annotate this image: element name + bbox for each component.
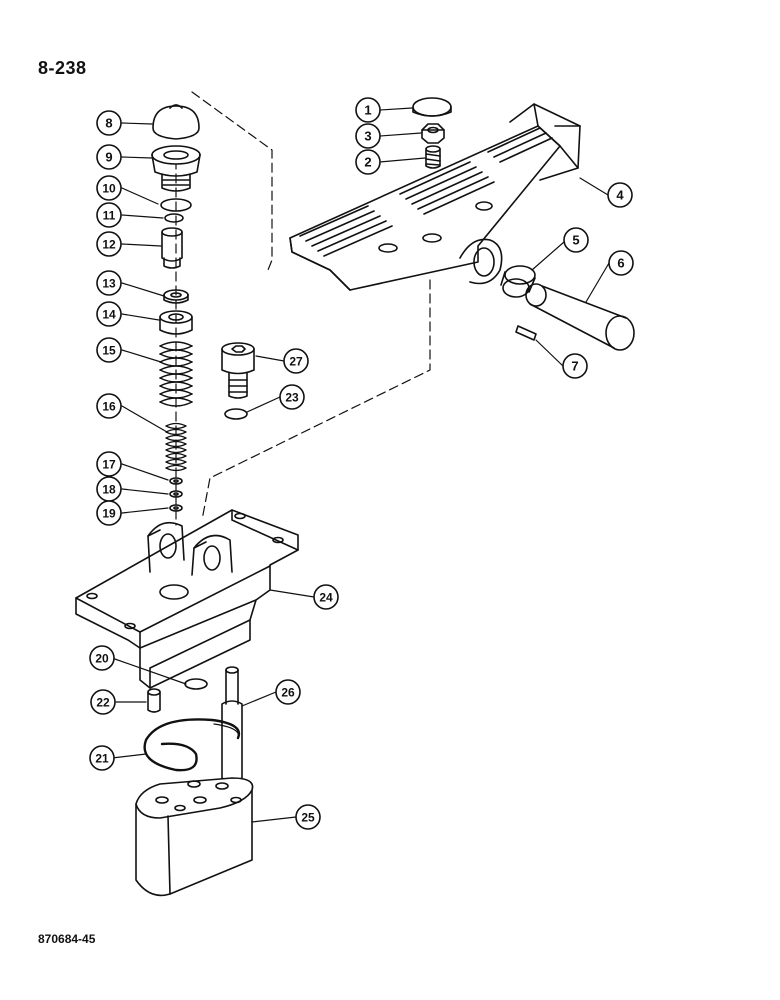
callout-circle-21 [89, 745, 115, 771]
part-21-seal-ring [143, 718, 241, 772]
part-6-pin [525, 283, 635, 351]
callout-number-16: 16 [102, 400, 116, 414]
callout-circle-13 [96, 270, 122, 296]
callout-circle-20 [89, 645, 115, 671]
part-9-valve-body [151, 145, 201, 192]
part-24-mounting-base [75, 509, 299, 689]
callout-circle-9 [96, 144, 122, 170]
callout-circle-5 [563, 227, 589, 253]
callout-number-27: 27 [289, 355, 303, 369]
callout-number-10: 10 [102, 182, 116, 196]
part-16-inner-spring [165, 422, 187, 472]
callout-number-15: 15 [102, 344, 116, 358]
part-14-spring-seat [159, 310, 193, 335]
callout-number-17: 17 [102, 458, 116, 472]
callout-circle-16 [96, 393, 122, 419]
callout-circle-12 [96, 231, 122, 257]
part-22-dowel-pin [147, 688, 161, 713]
callout-circle-2 [355, 149, 381, 175]
part-20-o-ring [184, 678, 208, 690]
part-25-valve-housing [135, 777, 254, 897]
part-5-bushing [500, 265, 536, 298]
callout-circle-15 [96, 337, 122, 363]
part-7-roll-pin [515, 325, 537, 341]
part-12-plunger [161, 227, 183, 269]
callout-circle-26 [275, 679, 301, 705]
callout-number-5: 5 [572, 233, 579, 248]
part-2-set-screw [425, 145, 441, 169]
callout-number-24: 24 [319, 591, 333, 605]
leader-lines [111, 107, 610, 823]
callout-circle-19 [96, 500, 122, 526]
callout-circle-7 [562, 353, 588, 379]
callout-circle-17 [96, 451, 122, 477]
callout-circle-27 [283, 348, 309, 374]
callout-number-1: 1 [364, 103, 371, 118]
callout-circle-24 [313, 584, 339, 610]
part-10-o-ring [160, 198, 192, 212]
callout-number-25: 25 [301, 811, 315, 825]
callout-number-6: 6 [617, 256, 624, 271]
callout-number-4: 4 [616, 188, 624, 203]
part-11-o-ring [164, 213, 184, 223]
page-number: 8-238 [38, 58, 87, 78]
callout-number-8: 8 [105, 116, 112, 131]
callout-circle-10 [96, 175, 122, 201]
callout-number-18: 18 [102, 483, 116, 497]
figure-code: 870684-45 [38, 932, 96, 946]
callout-circle-11 [96, 202, 122, 228]
callout-number-19: 19 [102, 507, 116, 521]
part-13-washer [163, 289, 189, 304]
callout-number-11: 11 [103, 209, 116, 223]
part-8-cap [152, 104, 200, 140]
callout-number-23: 23 [285, 391, 299, 405]
callout-circle-25 [295, 804, 321, 830]
callout-number-22: 22 [96, 696, 110, 710]
parts-17-19-small-washers [169, 477, 183, 512]
callout-number-2: 2 [364, 155, 371, 170]
part-3-nut [421, 123, 445, 144]
part-27-cap-screw [221, 342, 255, 399]
callout-number-9: 9 [105, 150, 112, 165]
callout-number-21: 21 [95, 752, 109, 766]
callout-number-3: 3 [364, 129, 371, 144]
callout-number-20: 20 [95, 652, 109, 666]
callout-circle-8 [96, 110, 122, 136]
callout-circle-22 [90, 689, 116, 715]
part-23-o-ring [224, 408, 248, 420]
callout-number-14: 14 [102, 308, 116, 322]
assembly-dashed-lines [175, 91, 431, 526]
callout-circle-6 [608, 250, 634, 276]
part-1-plug [412, 97, 452, 117]
callout-circle-3 [355, 123, 381, 149]
callout-number-26: 26 [281, 686, 295, 700]
callout-number-12: 12 [102, 238, 116, 252]
part-4-pedal [289, 103, 581, 291]
part-15-outer-spring [159, 341, 193, 407]
callout-circle-14 [96, 301, 122, 327]
callout-number-7: 7 [571, 359, 578, 374]
callout-number-13: 13 [102, 277, 116, 291]
callout-labels: 1234567891011121314151617181920212223242… [89, 97, 634, 830]
callout-circle-4 [607, 182, 633, 208]
callout-circle-23 [279, 384, 305, 410]
callout-circle-1 [355, 97, 381, 123]
